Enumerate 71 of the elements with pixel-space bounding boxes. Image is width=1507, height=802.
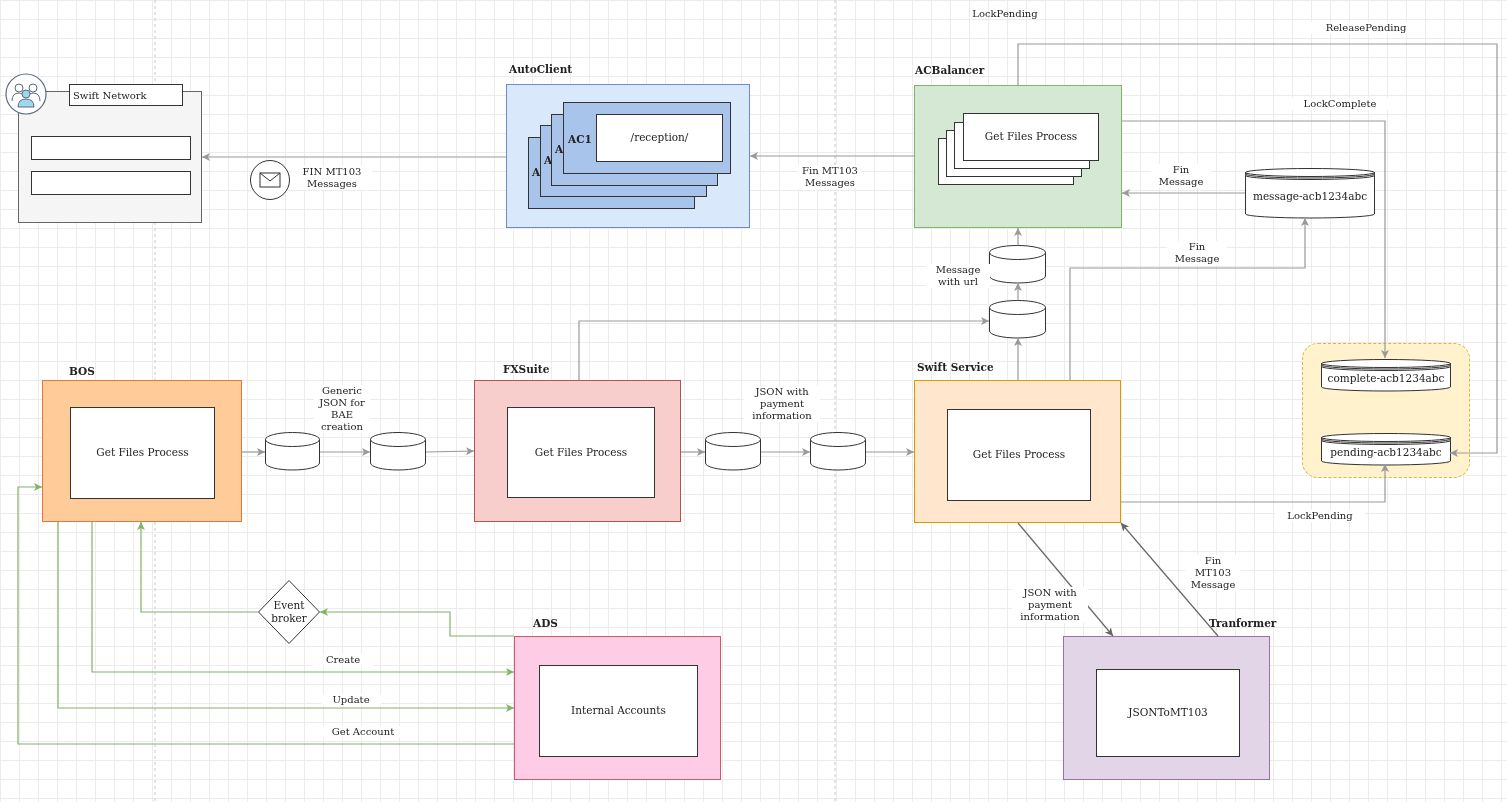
arrow: [1120, 463, 1389, 503]
node-title: FXSuite: [503, 363, 550, 375]
arrow: [319, 448, 371, 456]
process-box: [507, 407, 655, 498]
arrow: [760, 448, 811, 456]
arrow: [1069, 217, 1309, 381]
panel-title: Swift Network: [69, 84, 183, 106]
arrow: [17, 483, 515, 745]
node-title: Tranformer: [1209, 617, 1277, 629]
card-label: A: [544, 154, 553, 166]
edge-label: Fin MT103 Message: [1185, 555, 1241, 591]
bank-box: [31, 136, 191, 160]
node-title: Swift Service: [917, 361, 994, 373]
arrow: [91, 521, 515, 676]
edge-label: FIN MT103 Messages: [292, 166, 372, 190]
edge-label: Message with url: [926, 264, 990, 288]
edge-label: Create: [313, 654, 373, 666]
edge-label: LockComplete: [1290, 98, 1390, 110]
node-label: Event broker: [270, 598, 308, 626]
arrow: [1120, 522, 1219, 637]
process-box: [596, 114, 723, 162]
node-label: pending-acb1234abc: [1329, 445, 1443, 460]
arrow: [578, 317, 990, 381]
process-box: [963, 113, 1099, 161]
node-label: Get Files Process: [533, 445, 629, 460]
edge-label: LockPending: [1275, 510, 1365, 522]
node-title: ACBalancer: [915, 64, 985, 76]
arrow: [137, 521, 259, 613]
arrow: [1017, 43, 1498, 457]
arrow: [57, 521, 515, 712]
edge-label: Fin MT103 Messages: [798, 165, 862, 189]
arrow: [1014, 282, 1022, 301]
client-card: [563, 102, 731, 174]
bank-box: [31, 171, 191, 195]
process-box: [70, 407, 215, 499]
process-box: [539, 665, 698, 757]
arrow: [319, 608, 515, 637]
process-box: [947, 409, 1091, 501]
node-title: AC1: [568, 133, 592, 145]
node-label: Get Files Process: [983, 130, 1079, 144]
arrow: [1014, 227, 1022, 246]
arrow: [1121, 189, 1246, 197]
node-label: JSONToMT103: [1126, 706, 1209, 720]
node-label: Get Files Process: [95, 446, 190, 460]
node-label: Get Files Process: [971, 448, 1067, 462]
process-box: [1096, 669, 1240, 757]
arrow: [1014, 337, 1022, 381]
arrow: [201, 153, 507, 161]
edge-label: Fin Message: [1151, 164, 1211, 188]
arrow: [749, 152, 915, 160]
arrow: [241, 448, 266, 456]
node-title: ADS: [533, 617, 558, 629]
arrow: [680, 448, 706, 456]
edge-label: Update: [321, 694, 381, 706]
card-label: A: [555, 143, 564, 155]
card-label: A: [532, 166, 541, 178]
arrow: [865, 448, 915, 456]
edge-label: Generic JSON for BAE creation: [314, 385, 370, 433]
node-label: Internal Accounts: [570, 704, 667, 718]
arrow: [1121, 120, 1389, 359]
edge-label: JSON with payment information: [744, 386, 820, 422]
node-label: /reception/: [629, 131, 690, 145]
cache-container: [1302, 343, 1470, 478]
node-label: complete-acb1234abc: [1326, 371, 1446, 386]
note-label: LockPending: [972, 7, 1038, 19]
node-title: AutoClient: [509, 63, 573, 75]
edge-label: Fin Message: [1167, 241, 1227, 265]
node-label: message-acb1234abc: [1251, 189, 1369, 204]
edge-label: JSON with payment information: [1012, 587, 1088, 623]
node-title: BOS: [69, 365, 95, 377]
arrow: [425, 447, 475, 456]
